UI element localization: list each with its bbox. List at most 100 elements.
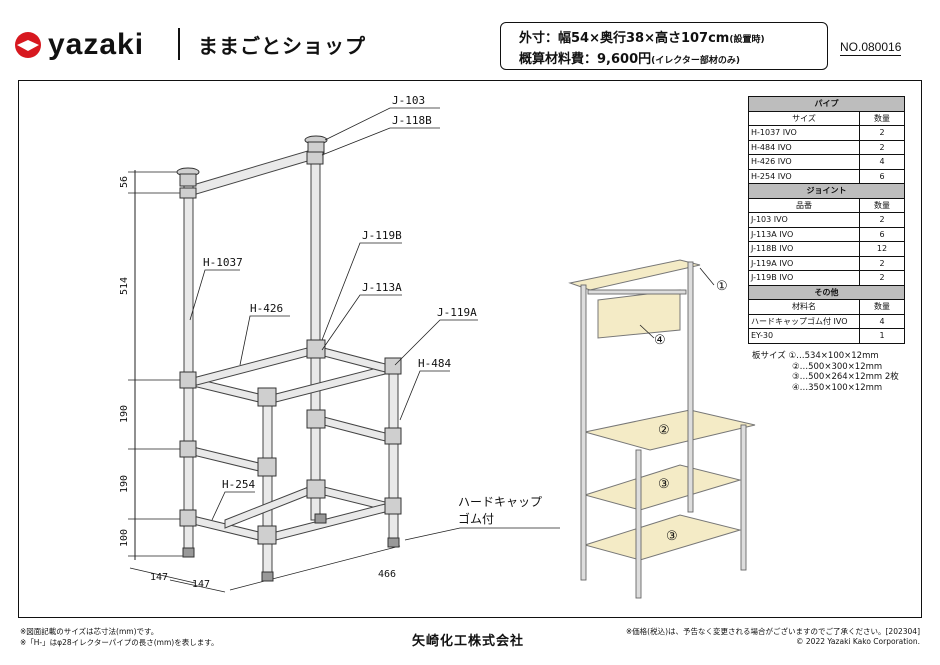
- table-cell: 1: [859, 328, 905, 344]
- table-cell: 4: [859, 313, 905, 329]
- table-cell: H-254 IVO: [748, 168, 860, 184]
- dim-190-lower: 190: [119, 475, 130, 493]
- spec-dimensions-note: (設置時): [729, 35, 765, 45]
- table-cell: 数量: [859, 110, 905, 126]
- dim-147-left: 147: [150, 572, 168, 583]
- board-mark-3a: ③: [658, 477, 670, 492]
- footnote-size: ※図面記載のサイズは芯寸法(mm)です。: [20, 627, 159, 636]
- label-h426: H-426: [250, 302, 283, 315]
- table-cell: 品番: [748, 197, 860, 213]
- table-cell: EY-30: [748, 328, 860, 344]
- table-cell: 2: [859, 270, 905, 286]
- table-cell: ハードキャップゴム付 IVO: [748, 313, 860, 329]
- table-cell: J-119B IVO: [748, 270, 860, 286]
- table-cell: J-113A IVO: [748, 226, 860, 242]
- board-size-3: ③…500×264×12mm 2枚: [792, 372, 899, 382]
- table-cell: H-484 IVO: [748, 139, 860, 155]
- spec-dimensions-text: 外寸：幅54×奥行38×高さ107cm: [519, 31, 730, 46]
- dim-100: 100: [119, 529, 130, 547]
- table-cell: 数量: [859, 197, 905, 213]
- table-cell: ジョイント: [748, 183, 905, 199]
- pipe-top-rail: [192, 149, 312, 196]
- spec-box: 外寸：幅54×奥行38×高さ107cm(設置時) 概算材料費：9,600円(イレ…: [500, 22, 828, 70]
- board-3-upper: [583, 464, 742, 511]
- table-cell: 2: [859, 212, 905, 228]
- yazaki-mark-icon: [15, 32, 41, 58]
- table-cell: サイズ: [748, 110, 860, 126]
- table-cell: 2: [859, 255, 905, 271]
- table-cell: 12: [859, 241, 905, 257]
- dim-514: 514: [119, 277, 130, 295]
- table-cell: 2: [859, 139, 905, 155]
- board-4: [597, 289, 681, 339]
- label-j118b: J-118B: [392, 114, 432, 127]
- label-hard-cap: ハードキャップ: [458, 495, 542, 509]
- label-j119a: J-119A: [437, 306, 477, 319]
- label-j103: J-103: [392, 94, 425, 107]
- header-divider: [178, 28, 180, 60]
- pipe-h1037-right: [310, 149, 321, 521]
- pipe-h1037-left: [183, 179, 194, 551]
- table-cell: J-118B IVO: [748, 241, 860, 257]
- dim-147-right: 147: [192, 579, 210, 590]
- table-cell: H-426 IVO: [748, 154, 860, 170]
- brand-name: yazaki: [48, 28, 145, 61]
- table-cell: パイプ: [748, 96, 905, 112]
- pipe-front-right: [388, 364, 399, 546]
- brand-logo: yazaki: [14, 28, 144, 62]
- table-cell: J-119A IVO: [748, 255, 860, 271]
- footnote-price: ※価格(税込)は、予告なく変更される場合がございますのでご了承ください。[202…: [625, 627, 920, 636]
- footnote-pipe: ※「H-」はφ28イレクターパイプの長さ(mm)を表します。: [20, 638, 219, 647]
- table-cell: 4: [859, 154, 905, 170]
- board-1: [568, 259, 701, 291]
- label-h484: H-484: [418, 357, 451, 370]
- board-mark-1: ①: [716, 279, 728, 294]
- dim-466: 466: [378, 569, 396, 580]
- dim-190-upper: 190: [119, 405, 130, 423]
- spec-dimensions: 外寸：幅54×奥行38×高さ107cm(設置時): [519, 27, 765, 46]
- board-3-lower: [583, 514, 742, 561]
- copyright: © 2022 Yazaki Kako Corporation.: [796, 637, 920, 646]
- board-size-2: ②…500×300×12mm: [792, 361, 883, 372]
- spec-cost: 概算材料費：9,600円(イレクター部材のみ): [519, 48, 740, 67]
- company-name: 矢崎化工株式会社: [412, 634, 525, 649]
- table-cell: その他: [748, 284, 905, 300]
- parts-sec-row: パイプ: [748, 96, 905, 112]
- label-rubber: ゴム付: [458, 511, 494, 526]
- table-cell: 材料名: [748, 299, 860, 315]
- board-mark-3b: ③: [666, 529, 678, 544]
- parts-hdr-row: 材料名数量: [748, 299, 905, 315]
- board-size-4: ④…350×100×12mm: [792, 382, 883, 393]
- board-size-1: 板サイズ ①…534×100×12mm: [752, 351, 879, 361]
- dim-56: 56: [119, 176, 130, 188]
- pipe-front-left: [262, 394, 273, 576]
- label-h1037: H-1037: [203, 256, 243, 269]
- table-cell: 6: [859, 168, 905, 184]
- label-h254: H-254: [222, 478, 255, 491]
- spec-cost-note: (イレクター部材のみ): [651, 56, 740, 66]
- board-2: [584, 409, 756, 451]
- parts-hdr-row: サイズ数量: [748, 110, 905, 126]
- shop-illustration: ① ② ③ ③ ④: [568, 259, 756, 599]
- table-cell: H-1037 IVO: [748, 125, 860, 141]
- page-title: ままごとショップ: [198, 34, 366, 58]
- parts-sec-row: その他: [748, 284, 905, 300]
- table-cell: 数量: [859, 299, 905, 315]
- board-mark-4: ④: [654, 333, 666, 348]
- parts-sec-row: ジョイント: [748, 183, 905, 199]
- parts-hdr-row: 品番数量: [748, 197, 905, 213]
